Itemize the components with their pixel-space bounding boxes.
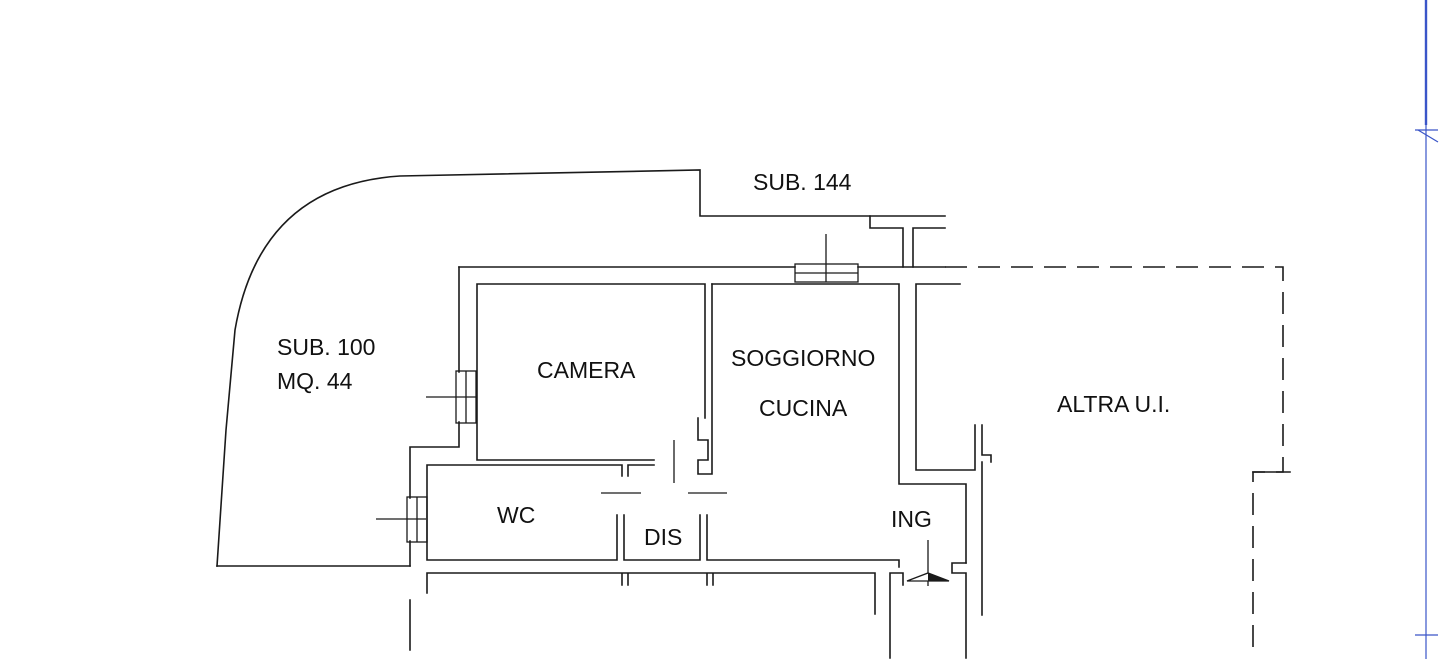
wc-walls <box>426 464 655 561</box>
entrance-walls <box>889 562 967 659</box>
label-camera: CAMERA <box>537 357 636 383</box>
lower-walls <box>409 572 876 651</box>
soggiorno-walls <box>711 283 967 564</box>
altra-ui-boundary <box>945 266 1284 650</box>
label-sub144: SUB. 144 <box>753 169 852 195</box>
camera-walls <box>476 283 706 461</box>
label-ing: ING <box>891 506 932 532</box>
label-altra-ui: ALTRA U.I. <box>1057 391 1170 417</box>
label-soggiorno: SOGGIORNO <box>731 345 875 371</box>
label-dis: DIS <box>644 524 682 550</box>
soggiorno-right-inner <box>915 283 976 471</box>
camera-door-jamb <box>697 283 713 475</box>
label-mq44: MQ. 44 <box>277 368 353 394</box>
stair-outline-2 <box>912 227 946 268</box>
label-sub100: SUB. 100 <box>277 334 375 360</box>
label-cucina: CUCINA <box>759 395 848 421</box>
outer-wall-left <box>409 266 460 567</box>
ruler-tick-1 <box>1417 129 1439 143</box>
altra-ui-wall <box>981 424 1291 616</box>
entrance-arrow-fill <box>928 573 949 581</box>
stair-outline <box>869 215 904 268</box>
garden-boundary <box>216 169 946 567</box>
label-wc: WC <box>497 502 535 528</box>
dis-walls <box>623 514 900 568</box>
